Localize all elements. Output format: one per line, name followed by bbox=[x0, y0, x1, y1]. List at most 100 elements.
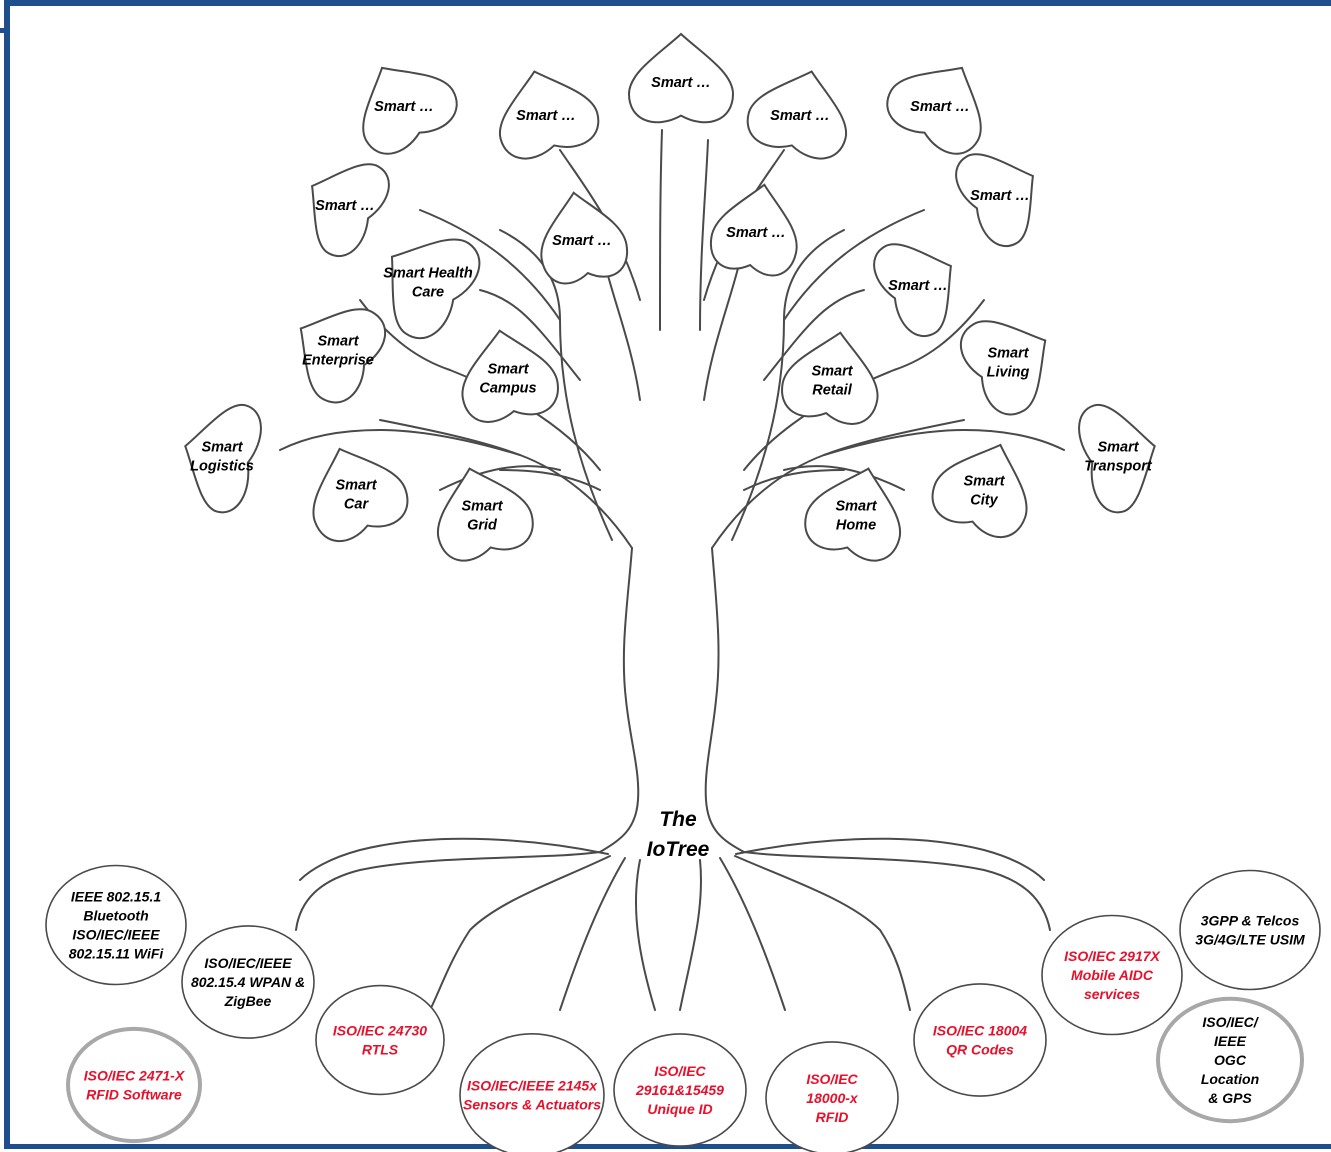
branch-right-j bbox=[783, 465, 905, 491]
leaf-right-mid: Smart … bbox=[955, 153, 1034, 248]
leaf-inner-left: Smart … bbox=[540, 191, 629, 285]
root-bluetooth-wifi: IEEE 802.15.1BluetoothISO/IEC/IEEE802.15… bbox=[45, 864, 187, 986]
leaf-shape bbox=[931, 443, 1028, 539]
branch-left-k bbox=[499, 469, 601, 491]
branch-left-j bbox=[439, 465, 561, 491]
leaf-top-center: Smart … bbox=[627, 32, 735, 124]
leaf-label: Smart bbox=[1097, 440, 1139, 456]
root-rfid-software: ISO/IEC 2471-X RFID Software bbox=[66, 1026, 202, 1144]
branch-right-d bbox=[763, 289, 865, 381]
root-label: Unique ID bbox=[647, 1101, 712, 1117]
branch-right-g bbox=[699, 139, 709, 331]
root-label: RTLS bbox=[362, 1042, 399, 1058]
root-circle bbox=[459, 1033, 605, 1152]
branch-left-c bbox=[359, 299, 601, 471]
leaf-shape bbox=[955, 153, 1034, 248]
leaf-label: Smart … bbox=[910, 99, 970, 115]
root-circle bbox=[315, 984, 445, 1096]
root-label: ISO/IEC/IEEE bbox=[72, 927, 160, 943]
leaf-shape bbox=[436, 467, 534, 562]
leaf-label: Smart … bbox=[552, 233, 612, 249]
leaf-shape bbox=[746, 70, 848, 160]
leaf-label: Care bbox=[412, 285, 444, 301]
branch-right-e bbox=[783, 209, 925, 321]
leaf-upper-left-1: Smart … bbox=[362, 66, 458, 155]
leaf-shape bbox=[299, 308, 387, 404]
root-circle bbox=[613, 1033, 747, 1147]
root-label: ZigBee bbox=[224, 993, 272, 1009]
title-line-1: The bbox=[659, 808, 697, 831]
leaf-inner-right: Smart … bbox=[709, 183, 798, 277]
leaf-label: Campus bbox=[479, 381, 536, 397]
root-label: ISO/IEC/ bbox=[1202, 1014, 1259, 1030]
root-circle bbox=[1041, 914, 1183, 1036]
root-label: RFID Software bbox=[86, 1087, 182, 1103]
root-label: 3G/4G/LTE USIM bbox=[1195, 932, 1305, 948]
root-circle bbox=[66, 1026, 202, 1144]
leaf-label: Smart … bbox=[315, 198, 375, 214]
root-label: Sensors & Actuators bbox=[463, 1097, 601, 1113]
branch-right-i bbox=[823, 429, 1065, 456]
leaf-shape bbox=[709, 183, 798, 277]
leaf-label: Smart bbox=[811, 364, 853, 380]
root-label: 18000-x bbox=[806, 1090, 859, 1106]
leaf-label: Smart … bbox=[651, 75, 711, 91]
leaf-label: Smart … bbox=[516, 108, 576, 124]
root-label: 3GPP & Telcos bbox=[1201, 913, 1300, 929]
leaf-shape bbox=[498, 70, 600, 160]
leaf-shape bbox=[1078, 403, 1156, 514]
leaf-shape bbox=[390, 238, 481, 340]
leaf-label: Transport bbox=[1084, 459, 1153, 475]
frame-corner-mark bbox=[0, 28, 8, 33]
root-label: IEEE 802.15.1 bbox=[71, 889, 162, 905]
root-label: Location bbox=[1201, 1071, 1259, 1087]
leaf-label: Smart … bbox=[970, 188, 1030, 204]
leaf-shape bbox=[311, 163, 390, 258]
leaf-upper-right-2: Smart … bbox=[886, 66, 982, 155]
root-label: ISO/IEC 2471-X bbox=[84, 1068, 186, 1084]
branch-left-h bbox=[559, 149, 641, 301]
root-label: 802.15.4 WPAN & bbox=[191, 974, 305, 990]
leaf-label: Smart bbox=[987, 346, 1029, 362]
blue-frame bbox=[4, 0, 1331, 1149]
leaf-shape bbox=[461, 329, 559, 423]
leaf-label: Smart … bbox=[888, 278, 948, 294]
leaf-shape bbox=[540, 191, 629, 285]
root-label: Bluetooth bbox=[83, 908, 148, 924]
leaf-label: Smart … bbox=[726, 225, 786, 241]
leaf-label: Enterprise bbox=[302, 353, 374, 369]
leaf-label: Smart bbox=[963, 474, 1005, 490]
root-label: IEEE bbox=[1214, 1033, 1247, 1049]
root-label: ISO/IEC bbox=[654, 1063, 706, 1079]
branch-left-e bbox=[419, 209, 561, 321]
branch-right-k bbox=[743, 469, 845, 491]
root-label: & GPS bbox=[1208, 1090, 1252, 1106]
root-label: 29161&15459 bbox=[635, 1082, 724, 1098]
root-label: QR Codes bbox=[946, 1042, 1014, 1058]
leaf-left-mid: Smart … bbox=[311, 163, 390, 258]
root-label: RFID bbox=[816, 1109, 849, 1125]
leaf-right-lower: Smart … bbox=[873, 243, 952, 338]
leaf-shape bbox=[781, 331, 879, 425]
leaf-label: Smart bbox=[201, 440, 243, 456]
leaf-label: Smart bbox=[461, 499, 503, 515]
root-circle bbox=[765, 1041, 899, 1152]
root-3gpp: 3GPP & Telcos 3G/4G/LTE USIM bbox=[1179, 869, 1321, 991]
leaf-label: Retail bbox=[812, 383, 852, 399]
leaf-shape bbox=[627, 32, 735, 124]
root-circle bbox=[181, 925, 315, 1039]
branch-right-c bbox=[743, 299, 985, 471]
leaf-label: Living bbox=[987, 365, 1030, 381]
leaf-shape bbox=[312, 447, 409, 543]
